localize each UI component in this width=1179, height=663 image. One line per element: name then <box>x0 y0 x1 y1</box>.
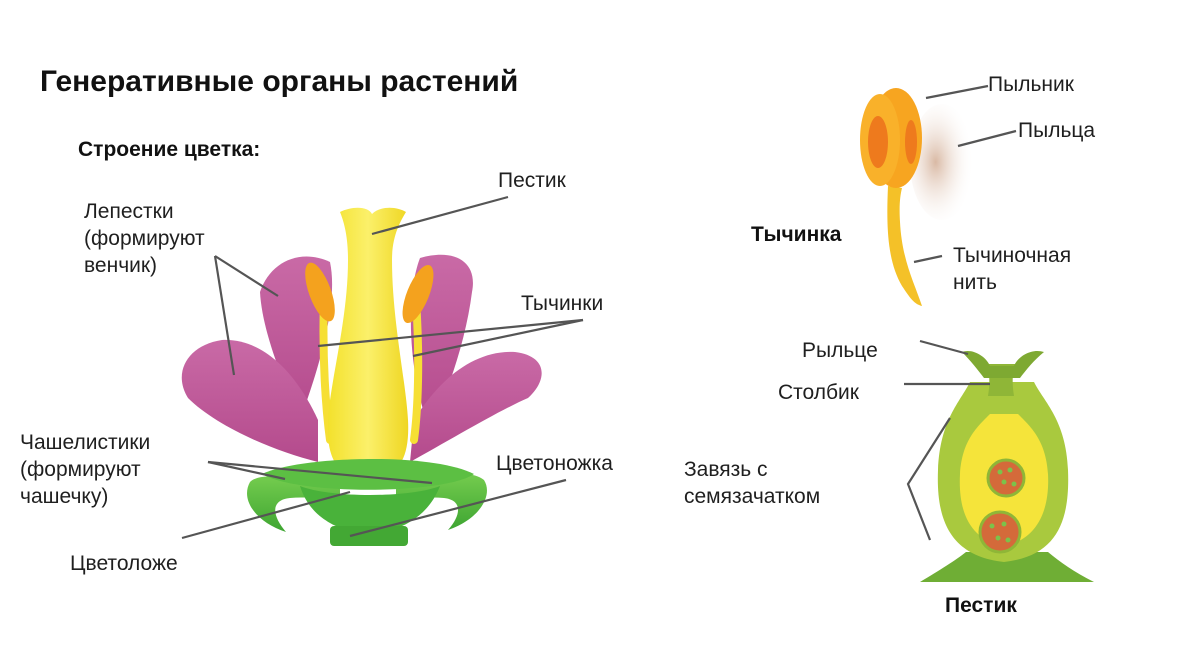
label-peduncle: Цветоножка <box>496 452 613 475</box>
pointer-pistil <box>371 195 509 236</box>
front-petal-right <box>410 351 542 462</box>
pointer-stigma <box>919 339 969 356</box>
ovule-bottom <box>978 510 1022 554</box>
label-anther: Пыльник <box>988 73 1074 96</box>
pollen-cloud <box>910 104 974 220</box>
label-stigma: Рыльце <box>802 339 878 362</box>
label-stamens: Тычинки <box>521 292 604 315</box>
front-petal-left <box>181 339 318 462</box>
label-style: Столбик <box>778 381 859 404</box>
label-ovary: Завязь с семязачатком <box>684 458 821 508</box>
anther-sac-right <box>905 120 917 164</box>
label-petals: Лепестки (формируют венчик) <box>84 200 205 277</box>
peduncle <box>330 526 408 546</box>
stamen-illustration <box>860 88 974 306</box>
stamen-filament-right <box>410 296 423 444</box>
pistil-illustration <box>920 350 1094 582</box>
flower-pointer-lines <box>181 195 584 540</box>
sepal-left <box>247 476 340 532</box>
pointer-sepals-b <box>207 460 433 485</box>
sepal-right <box>396 474 487 530</box>
receptacle <box>300 486 440 530</box>
pistil-heading: Пестик <box>945 594 1017 617</box>
stamen-anther-right <box>402 264 434 324</box>
pointer-petals-a <box>213 255 236 376</box>
flower-structure-subtitle: Строение цветка: <box>78 138 261 161</box>
filament <box>887 186 922 306</box>
pointer-stamens-a <box>317 318 584 348</box>
ovule-dots <box>989 467 1017 543</box>
stamen-anther-left <box>305 262 335 322</box>
flower-illustration <box>181 207 542 546</box>
ovule-top <box>986 458 1026 498</box>
pointer-petals-b <box>214 255 279 297</box>
page-title: Генеративные органы растений <box>40 65 519 98</box>
pointer-sepals-a <box>207 460 286 481</box>
anther-sac-left <box>868 116 888 168</box>
pistil-pointer-lines <box>904 339 990 541</box>
label-sepals: Чашелистики (формируют чашечку) <box>20 431 151 508</box>
stamen-heading: Тычинка <box>751 223 842 246</box>
stigma <box>962 350 1044 378</box>
label-pistil: Пестик <box>498 169 566 192</box>
pointer-receptacle <box>181 490 351 540</box>
pointer-ovary <box>906 417 951 541</box>
pistil-base <box>920 552 1094 582</box>
flower-pistil <box>327 207 409 478</box>
pointer-filament <box>913 254 943 264</box>
label-receptacle: Цветоложе <box>70 552 178 575</box>
pointer-stamens-b <box>412 318 584 358</box>
pointer-pollen <box>957 129 1017 148</box>
label-pollen: Пыльца <box>1018 119 1096 142</box>
stamen-pointer-lines <box>913 84 1017 264</box>
pointer-peduncle <box>349 478 567 538</box>
pointer-anther <box>925 84 989 100</box>
label-filament: Тычиночная нить <box>953 244 1072 294</box>
